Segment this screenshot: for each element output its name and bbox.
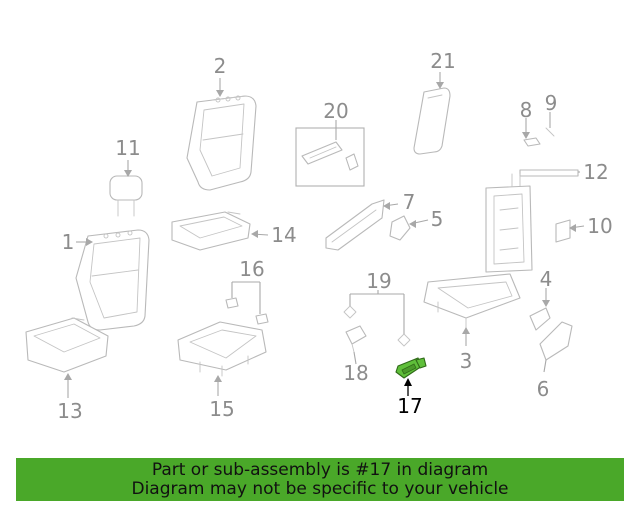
callout-7: 7 (403, 190, 416, 214)
callout-17-highlighted: 17 (397, 394, 422, 418)
part-5-bracket[interactable] (389, 215, 411, 241)
banner-line-1: Part or sub-assembly is #17 in diagram (151, 459, 489, 480)
part-10-cover[interactable] (555, 219, 571, 243)
part-8-clip[interactable] (523, 137, 541, 147)
part-17-latch-highlighted[interactable] (395, 357, 427, 379)
callout-1: 1 (62, 230, 75, 254)
callout-10: 10 (587, 214, 612, 238)
part-14-seat-cushion[interactable] (171, 211, 251, 251)
callout-13: 13 (57, 399, 82, 423)
callout-16: 16 (239, 257, 264, 281)
part-3-seat-frame[interactable] (423, 185, 533, 329)
callout-21: 21 (430, 49, 455, 73)
part-15-seat-frame[interactable] (177, 321, 267, 377)
callout-6: 6 (537, 377, 550, 401)
callout-5: 5 (431, 207, 444, 231)
part-2-seat-back[interactable] (186, 95, 257, 191)
callout-12: 12 (583, 160, 608, 184)
callout-20: 20 (323, 99, 348, 123)
part-18-bracket[interactable] (345, 325, 367, 353)
part-6-trim[interactable] (539, 321, 573, 361)
part-13-seat-cushion[interactable] (25, 317, 109, 373)
callout-3: 3 (460, 349, 473, 373)
callout-19: 19 (366, 269, 391, 293)
callout-14: 14 (271, 223, 296, 247)
callout-9: 9 (545, 91, 558, 115)
leader-lines (64, 72, 585, 398)
part-4-bracket[interactable] (529, 307, 551, 331)
callout-4: 4 (540, 267, 553, 291)
callout-labels: 2 1 11 14 13 15 16 20 21 8 9 12 10 7 5 4… (57, 49, 612, 423)
callout-2: 2 (214, 54, 227, 78)
callout-15: 15 (209, 397, 234, 421)
info-banner: Part or sub-assembly is #17 in diagram D… (16, 458, 624, 501)
part-7-rail[interactable] (325, 199, 385, 251)
callout-11: 11 (115, 136, 140, 160)
part-12-rod[interactable] (511, 169, 579, 189)
part-20-bracket[interactable] (295, 127, 365, 187)
callout-8: 8 (520, 98, 533, 122)
part-9-pin[interactable] (545, 127, 555, 137)
banner-line-2: Diagram may not be specific to your vehi… (131, 478, 509, 499)
callout-18: 18 (343, 361, 368, 385)
part-16-clips[interactable] (225, 297, 269, 325)
part-19-assembly-markers (343, 305, 411, 347)
part-11-headrest[interactable] (109, 175, 143, 217)
parts-diagram: 2 1 11 14 13 15 16 20 21 8 9 12 10 7 5 4… (25, 49, 613, 423)
part-21-side-trim[interactable] (413, 87, 451, 155)
